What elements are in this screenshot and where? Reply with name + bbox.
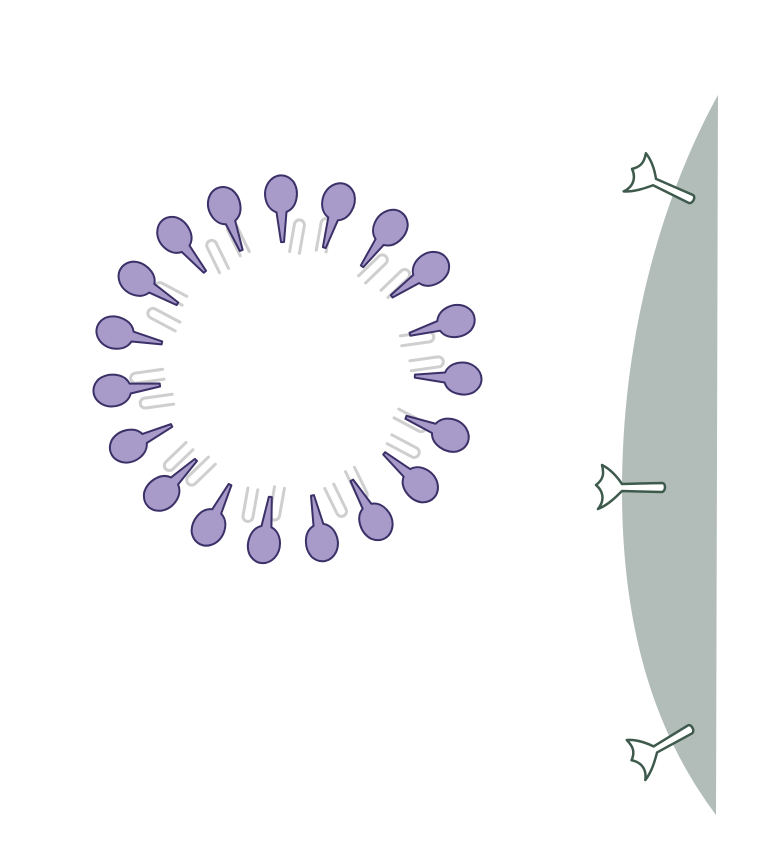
lipid-head: [408, 304, 476, 339]
lipid-molecule: [349, 478, 394, 542]
receptor: [625, 723, 695, 782]
lipid-molecule: [95, 315, 164, 350]
lipid-tail: [185, 455, 217, 487]
lipid-tail: [288, 218, 306, 255]
lipid-molecule: [404, 414, 470, 453]
receptor: [594, 463, 667, 511]
lipid-molecule: [359, 208, 409, 269]
lipid-tail: [241, 486, 260, 523]
lipid-molecule: [117, 260, 180, 307]
lipid-tail-pair: [205, 222, 251, 275]
lipid-tail: [385, 433, 421, 459]
lipid-tail: [357, 253, 389, 285]
receptor-icon: [594, 463, 667, 511]
lipid-molecule: [190, 482, 233, 547]
lipid-head: [321, 182, 356, 249]
lipid-molecule: [92, 373, 162, 408]
lipid-tail: [379, 267, 412, 300]
lipid-molecule: [382, 451, 439, 504]
lipid-molecule: [264, 174, 298, 244]
lipid-head: [404, 414, 470, 453]
lipid-tail: [146, 306, 182, 333]
lipid-molecule: [246, 495, 281, 565]
cell-membrane: [622, 95, 718, 815]
lipid-head: [264, 174, 298, 244]
lipid-tail-pair: [162, 440, 217, 487]
lipid-head: [389, 250, 450, 299]
lipid-tail: [138, 392, 176, 410]
cell-receptors: [594, 151, 696, 782]
lipid-molecule: [142, 457, 198, 512]
lipid-molecule: [304, 494, 339, 563]
lipid-head: [304, 494, 339, 563]
lipid-head: [206, 186, 244, 252]
lipid-nanoparticle: [92, 174, 483, 565]
lipid-head: [190, 482, 233, 547]
lipid-head: [95, 315, 164, 350]
lipid-molecule: [156, 215, 208, 274]
receptor-icon: [622, 151, 696, 205]
lipid-tail: [129, 367, 166, 385]
lipid-head: [92, 373, 162, 408]
lipid-head: [117, 260, 180, 307]
lipid-head: [142, 457, 198, 512]
lipid-tail: [323, 482, 348, 518]
lipid-tail-pair: [398, 330, 445, 373]
lipid-head: [359, 208, 409, 269]
lipid-head: [349, 478, 394, 542]
lipid-head: [413, 361, 483, 396]
lipid-head: [108, 423, 174, 464]
lipid-head: [382, 451, 439, 504]
lipid-head: [156, 215, 208, 274]
lipid-molecule: [206, 186, 244, 252]
receptor-icon: [625, 723, 695, 782]
receptor: [622, 151, 696, 205]
lipid-molecule: [321, 182, 356, 249]
lipid-molecule: [408, 304, 476, 339]
lipid-tail: [408, 355, 445, 373]
lipid-tail: [205, 238, 231, 275]
lipid-tail: [162, 440, 195, 473]
lipid-molecule: [108, 423, 174, 464]
lipid-molecule: [389, 250, 450, 299]
lipid-tail-pair: [357, 253, 412, 300]
lipid-molecule: [413, 361, 483, 396]
lipid-head: [246, 495, 281, 565]
